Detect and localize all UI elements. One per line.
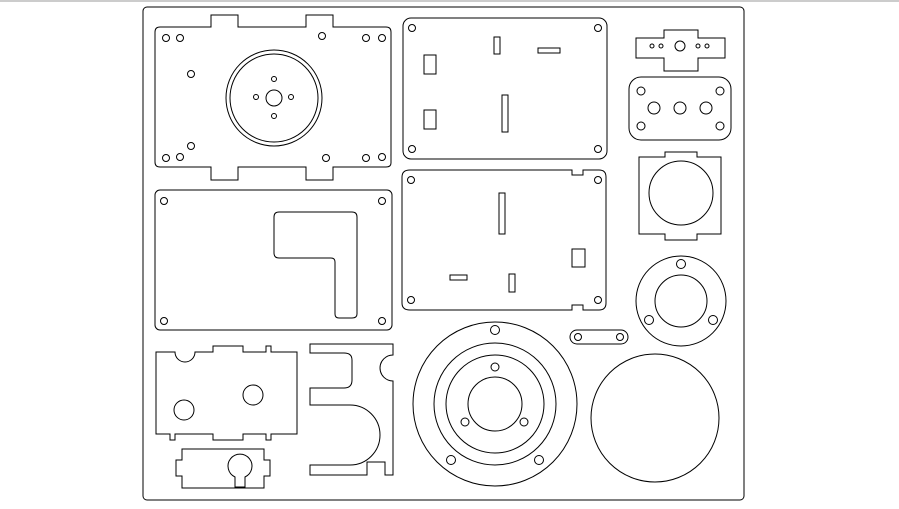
keyhole-block [175, 448, 271, 489]
flanged-ring [635, 255, 727, 347]
sheet-border [142, 6, 745, 501]
link-bar [569, 329, 629, 345]
c-clamp-piece [309, 343, 394, 476]
square-ring-bracket [638, 151, 722, 241]
horn-cross-piece [635, 29, 726, 72]
flat-plate-with-l-cutout [154, 189, 393, 331]
slotted-plate-top [402, 17, 608, 160]
servo-mount-plate [154, 14, 392, 181]
bearing-bracket [628, 76, 732, 141]
notched-block [155, 345, 298, 441]
slotted-plate-bottom [401, 169, 607, 311]
bearing-flange [412, 321, 578, 487]
round-disc [590, 353, 720, 483]
